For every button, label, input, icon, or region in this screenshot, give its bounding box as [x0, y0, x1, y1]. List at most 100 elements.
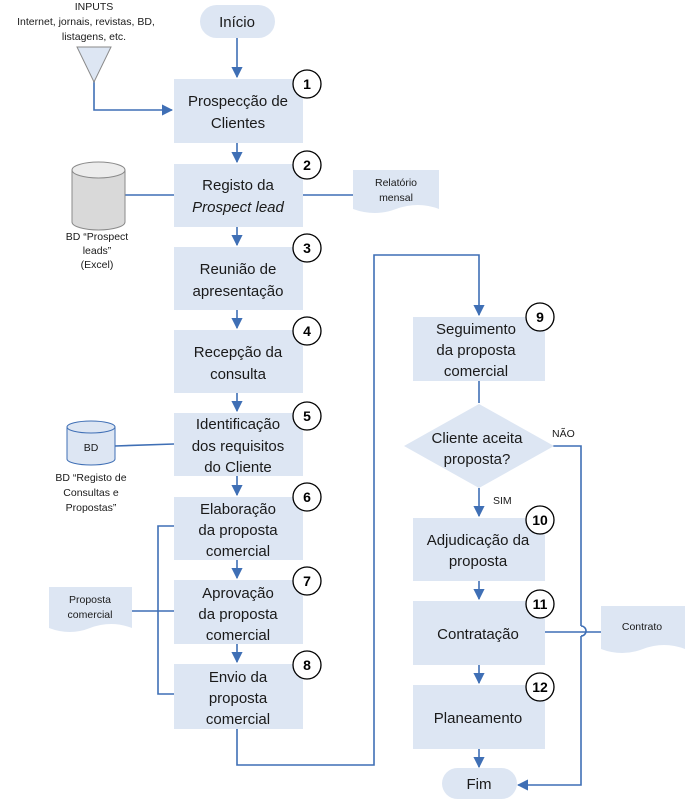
- step-10-number-badge: [525, 505, 555, 535]
- step-12-box: [413, 685, 545, 749]
- end-terminal: Fim: [442, 768, 517, 799]
- inputs-block: INPUTS Internet, jornais, revistas, BD, …: [17, 1, 155, 84]
- database-prospect-icon: [71, 161, 126, 179]
- step-6-number: 6: [303, 489, 311, 505]
- step-2: Registo da Prospect lead 2: [174, 150, 322, 227]
- end-shape: [442, 768, 517, 799]
- step-10-line1: Adjudicação da: [427, 532, 530, 549]
- inputs-funnel-icon: [76, 46, 112, 84]
- step-4: Recepção da consulta 4: [174, 316, 322, 393]
- database-prospect-leads: BD “Prospect leads” (Excel): [66, 161, 129, 271]
- step-11-number-badge: [525, 589, 555, 619]
- step-12-line1: Planeamento: [434, 710, 522, 727]
- step-9-line1: Seguimento: [436, 321, 516, 338]
- step-5-number-badge: [292, 401, 322, 431]
- database-consultas: BD BD “Registo de Consultas e Propostas”: [55, 420, 127, 514]
- step-5-line3: do Cliente: [204, 459, 272, 476]
- step-9-box: [413, 317, 545, 381]
- database-consultas-body: [66, 427, 116, 466]
- end-label: Fim: [467, 776, 492, 793]
- step-12-number: 12: [532, 679, 548, 695]
- database-prospect-line3: (Excel): [81, 259, 114, 271]
- start-label: Início: [219, 14, 255, 31]
- step-1-line1: Prospecção de: [188, 93, 288, 110]
- step-3-number: 3: [303, 240, 311, 256]
- database-consultas-line2: Consultas e: [63, 487, 119, 499]
- database-consultas-cylinder-label: BD: [84, 442, 99, 454]
- database-prospect-body: [71, 170, 126, 231]
- step-6: Elaboração da proposta comercial 6: [174, 482, 322, 560]
- arrow-inputs-to-1: [93, 80, 174, 116]
- document-relatorio-icon: [353, 170, 439, 213]
- step-10-box: [413, 518, 545, 581]
- document-proposta: Proposta comercial: [49, 587, 132, 632]
- step-4-number: 4: [303, 323, 311, 339]
- step-10: Adjudicação da proposta 10: [413, 505, 555, 581]
- step-8-line2: proposta: [209, 690, 268, 707]
- step-9-number: 9: [536, 309, 544, 325]
- step-10-line2: proposta: [449, 553, 508, 570]
- step-7-number: 7: [303, 573, 311, 589]
- step-11-box: [413, 601, 545, 665]
- step-6-line2: da proposta: [198, 522, 278, 539]
- step-7-line2: da proposta: [198, 606, 278, 623]
- step-6-box: [174, 497, 303, 560]
- step-3-box: [174, 247, 303, 310]
- step-7: Aprovação da proposta comercial 7: [174, 566, 322, 644]
- database-prospect-line1: BD “Prospect: [66, 231, 129, 243]
- step-7-line3: comercial: [206, 627, 270, 644]
- step-8-line3: comercial: [206, 711, 270, 728]
- step-9-number-badge: [525, 302, 555, 332]
- step-4-line1: Recepção da: [194, 344, 283, 361]
- step-1-box: [174, 79, 303, 143]
- document-relatorio-line1: Relatório: [375, 177, 417, 189]
- decision-yes-label: SIM: [493, 495, 512, 507]
- step-1-number: 1: [303, 76, 311, 92]
- document-contrato: Contrato: [601, 606, 685, 653]
- decision-line1: Cliente aceita: [432, 430, 524, 447]
- step-1: Prospecção de Clientes 1: [174, 69, 322, 143]
- step-2-line1: Registo da: [202, 177, 274, 194]
- step-3-number-badge: [292, 233, 322, 263]
- step-11: Contratação 11: [413, 589, 555, 665]
- document-relatorio-line2: mensal: [379, 192, 413, 204]
- step-4-number-badge: [292, 316, 322, 346]
- step-8-line1: Envio da: [209, 669, 268, 686]
- inputs-title: INPUTS: [75, 1, 114, 13]
- step-5-number: 5: [303, 408, 311, 424]
- start-shape: [200, 5, 275, 38]
- step-3-line1: Reunião de: [200, 261, 277, 278]
- decision-no-label: NÃO: [552, 427, 575, 440]
- step-9-line3: comercial: [444, 363, 508, 380]
- step-8-number-badge: [292, 650, 322, 680]
- step-4-box: [174, 330, 303, 393]
- step-7-line1: Aprovação: [202, 585, 274, 602]
- arrow-8-to-9: [236, 254, 485, 766]
- database-consultas-line1: BD “Registo de: [55, 472, 126, 484]
- database-consultas-line3: Propostas”: [66, 502, 117, 514]
- bracket-proposta: [157, 525, 174, 695]
- connectors: [93, 38, 601, 791]
- decision: Cliente aceita proposta? SIM NÃO: [404, 404, 575, 507]
- step-1-line2: Clientes: [211, 115, 265, 132]
- step-2-box: [174, 164, 303, 227]
- database-prospect-line2: leads”: [83, 245, 112, 257]
- arrow-decision-no-to-end: [516, 636, 582, 791]
- decision-line2: proposta?: [444, 451, 511, 468]
- step-9-line2: da proposta: [436, 342, 516, 359]
- document-relatorio: Relatório mensal: [353, 170, 439, 213]
- step-5-box: [174, 413, 303, 476]
- line-db-to-5: [114, 443, 175, 447]
- step-6-line1: Elaboração: [200, 501, 276, 518]
- line-crossing-hop: [580, 625, 587, 637]
- step-5-line1: Identificação: [196, 416, 280, 433]
- step-8: Envio da proposta comercial 8: [174, 650, 322, 729]
- step-9: Seguimento da proposta comercial 9: [413, 302, 555, 381]
- step-4-line2: consulta: [210, 366, 267, 383]
- step-8-number: 8: [303, 657, 311, 673]
- step-7-number-badge: [292, 566, 322, 596]
- step-3-line2: apresentação: [193, 283, 284, 300]
- document-proposta-line2: comercial: [68, 609, 113, 621]
- document-contrato-line1: Contrato: [622, 621, 662, 633]
